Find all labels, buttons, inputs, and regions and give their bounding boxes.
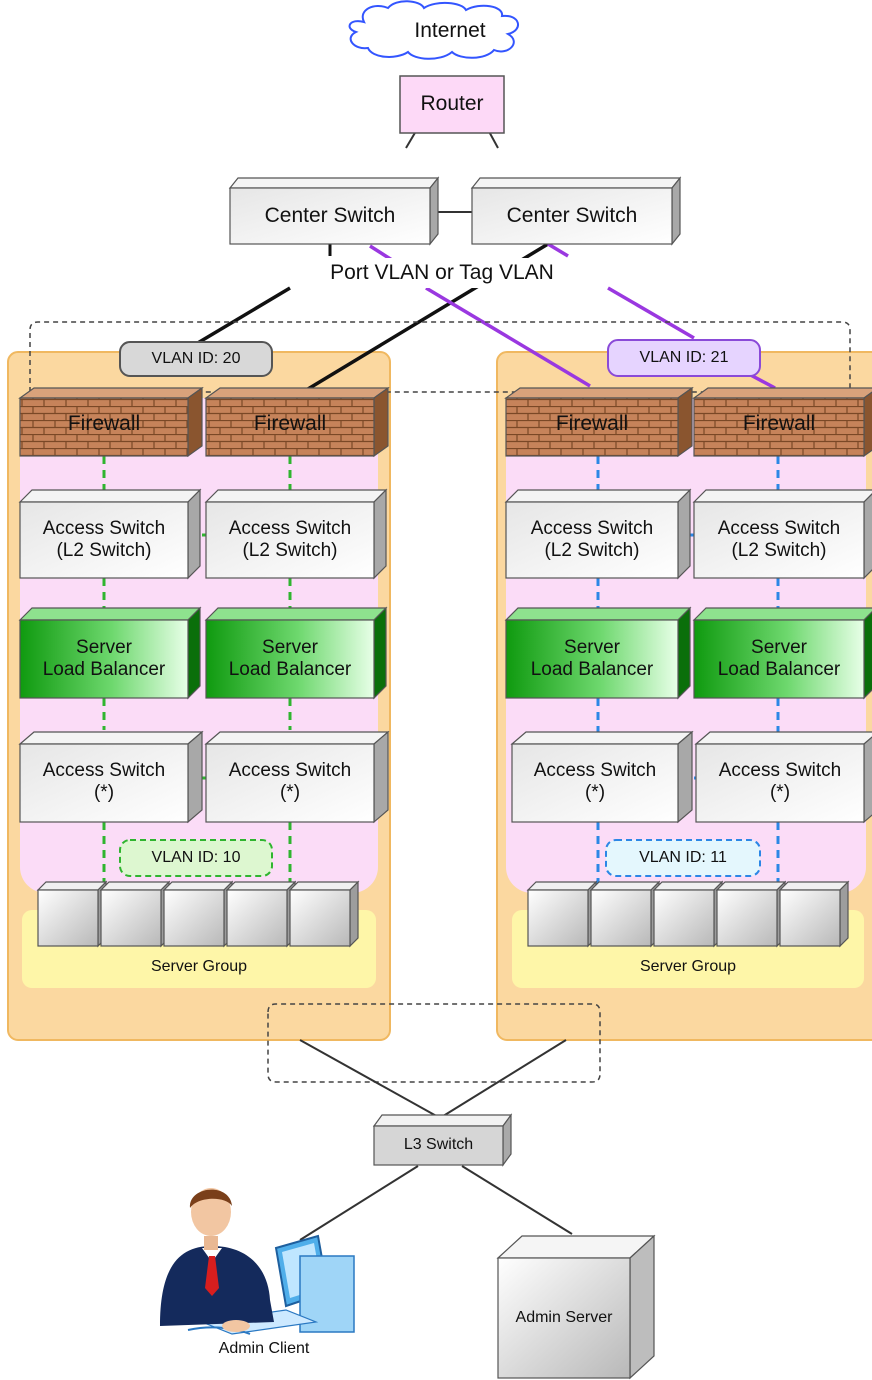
center-switch-left-box[interactable] [228,176,440,246]
access-lower-1-1-label-line-1: Access Switch [718,760,842,782]
access-lower-1-0-label-line-1: Access Switch [533,760,657,782]
access-l2-0-1-label[interactable]: Access Switch(L2 Switch) [206,502,374,578]
firewall-0-0-label[interactable]: Firewall [67,411,141,435]
server-1-2[interactable] [652,880,724,948]
firewall-0-1-box[interactable] [204,386,390,458]
access-lower-1-0-label-line-2: (*) [584,782,606,803]
access-l2-1-1-box[interactable] [692,489,872,580]
server-group-1-label: Server Group [639,957,737,975]
router-label[interactable]: Router [420,92,484,116]
admin-server-box[interactable] [496,1234,656,1380]
balancer-1-1-label-line-1: Server [751,637,807,659]
firewall-1-1-box[interactable] [692,387,872,458]
l3-switch-label[interactable]: L3 Switch [403,1136,474,1154]
firewall-0-0-box[interactable] [18,386,204,458]
internet-cloud-icon [348,0,519,60]
balancer-1-0-label-line-1: Server [564,637,620,659]
vlan-tag-0-pill [119,341,273,377]
balancer-0-1-label-line-2: Load Balancer [228,659,352,680]
server-1-1[interactable] [589,880,661,948]
balancer-0-0-label-line-1: Server [76,637,132,659]
access-lower-0-1-label[interactable]: Access Switch(*) [206,744,374,820]
internet-label: Internet [414,18,486,42]
l3-switch-box[interactable] [372,1113,513,1167]
access-l2-0-1-label-line-1: Access Switch [228,518,352,540]
access-l2-0-0-label-line-2: (L2 Switch) [56,540,152,561]
server-0-3[interactable] [225,880,297,948]
center-switch-right-label[interactable]: Center Switch [506,203,638,227]
access-lower-0-0-label-line-2: (*) [93,782,115,803]
admin-lan-lines [267,1003,601,1241]
server-0-1[interactable] [99,880,171,948]
firewall-0-1-label[interactable]: Firewall [253,411,327,435]
access-l2-0-1-box[interactable] [204,488,388,580]
server-0-4[interactable] [288,880,360,948]
router-box[interactable] [399,75,505,134]
server-vlan-tag-1-pill [605,839,761,877]
access-l2-1-1-label-line-1: Access Switch [717,518,841,540]
access-lower-0-0-label[interactable]: Access Switch(*) [20,744,188,820]
server-group-0-label: Server Group [150,957,248,975]
balancer-1-1-label-line-2: Load Balancer [717,659,841,680]
port-vlan-label: Port VLAN or Tag VLAN [292,258,592,288]
access-l2-0-0-box[interactable] [18,488,202,580]
center-switch-left-label[interactable]: Center Switch [264,203,396,227]
admin-server-label[interactable]: Admin Server [515,1308,613,1326]
access-lower-1-1-label-line-2: (*) [769,782,791,803]
server-1-3[interactable] [715,880,787,948]
balancer-1-0-label-line-2: Load Balancer [530,659,654,680]
firewall-1-0-box[interactable] [504,386,694,458]
vlan-tag-0: VLAN ID: 20 [151,349,241,367]
access-lower-1-1-box[interactable] [694,731,872,824]
access-lower-0-1-label-line-1: Access Switch [228,760,352,782]
balancer-0-0-box[interactable] [18,606,202,700]
access-l2-0-1-label-line-2: (L2 Switch) [242,540,338,561]
access-lower-1-1-label[interactable]: Access Switch(*) [696,744,864,820]
admin-client-icon [160,1188,355,1335]
access-l2-1-1-label-line-2: (L2 Switch) [731,540,827,561]
vlan-tag-1: VLAN ID: 21 [639,348,729,366]
access-lower-0-0-label-line-1: Access Switch [42,760,166,782]
firewall-1-1-label[interactable]: Firewall [742,411,816,435]
access-lower-0-0-box[interactable] [18,730,204,824]
balancer-0-1-label-line-1: Server [262,637,318,659]
access-l2-1-0-label-line-2: (L2 Switch) [544,540,640,561]
center-switch-right-box[interactable] [470,176,682,246]
balancer-0-0-label-line-2: Load Balancer [42,659,166,680]
access-l2-0-0-label[interactable]: Access Switch(L2 Switch) [20,502,188,578]
server-1-4[interactable] [778,880,850,948]
server-0-0[interactable] [36,880,108,948]
access-lower-0-1-box[interactable] [204,730,390,824]
access-l2-1-0-box[interactable] [504,488,692,580]
access-l2-0-0-label-line-1: Access Switch [42,518,166,540]
server-0-2[interactable] [162,880,234,948]
admin-client-label: Admin Client [218,1339,310,1357]
access-lower-1-0-box[interactable] [510,730,694,824]
server-vlan-tag-0: VLAN ID: 10 [151,848,241,866]
access-lower-0-1-label-line-2: (*) [279,782,301,803]
balancer-1-1-box[interactable] [692,607,872,700]
server-vlan-tag-0-pill [119,839,273,877]
server-1-0[interactable] [526,880,598,948]
balancer-1-0-box[interactable] [504,606,692,700]
access-l2-1-1-label[interactable]: Access Switch(L2 Switch) [694,502,864,578]
vlan-tag-1-pill [607,339,761,377]
access-l2-1-0-label[interactable]: Access Switch(L2 Switch) [506,502,678,578]
access-l2-1-0-label-line-1: Access Switch [530,518,654,540]
balancer-0-1-box[interactable] [204,606,388,700]
access-lower-1-0-label[interactable]: Access Switch(*) [512,744,678,820]
firewall-1-0-label[interactable]: Firewall [555,411,629,435]
server-vlan-tag-1: VLAN ID: 11 [639,848,727,866]
